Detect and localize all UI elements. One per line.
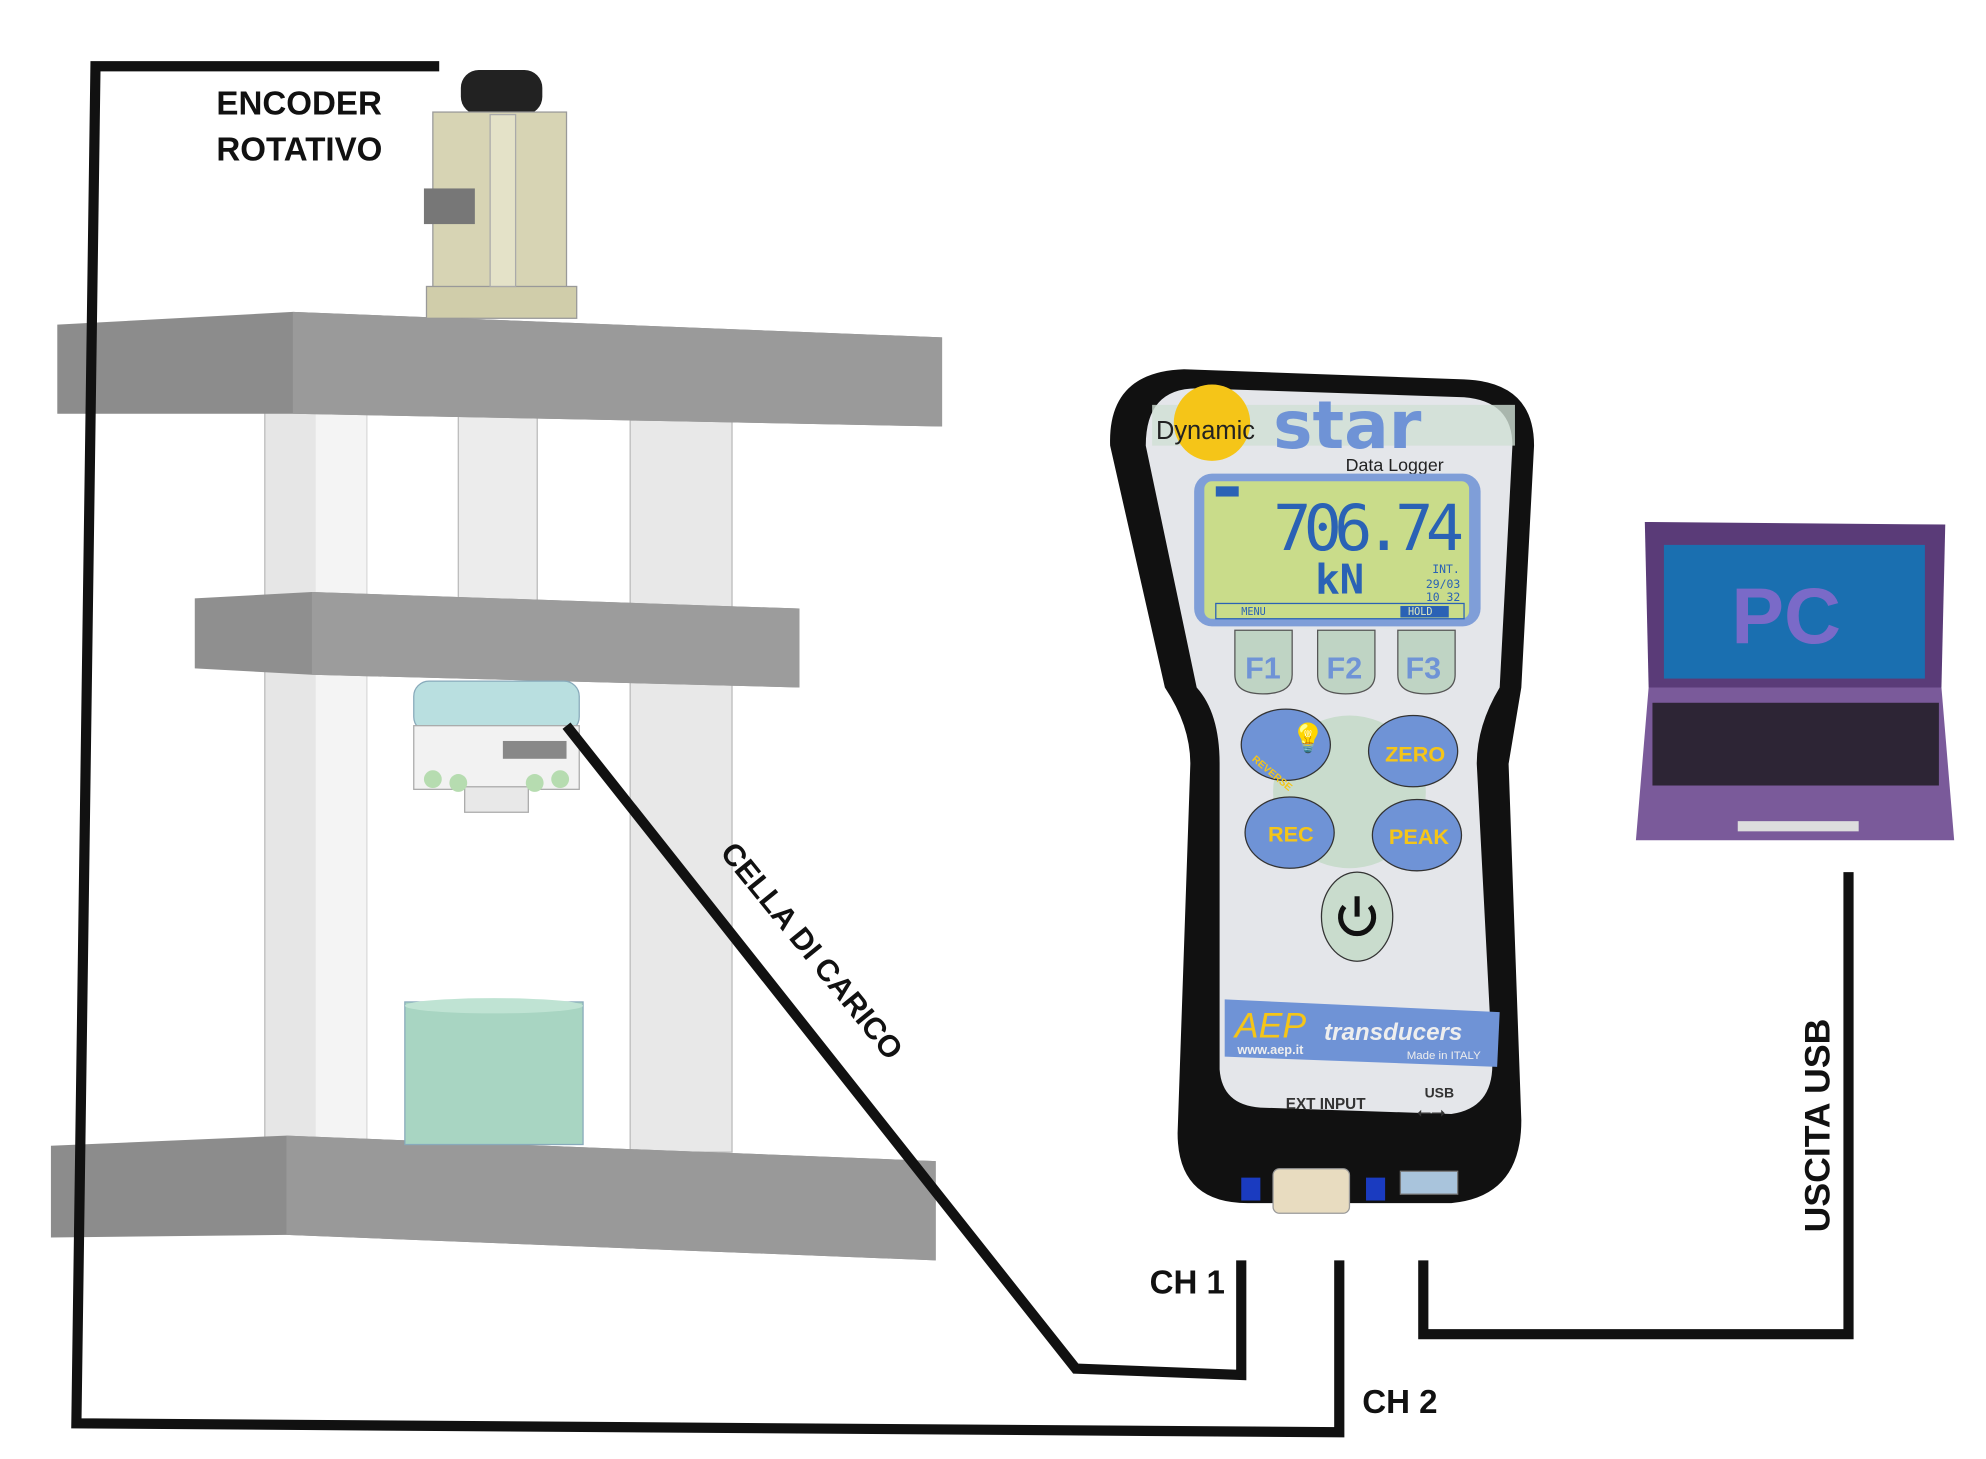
lightbulb-icon: 💡: [1291, 721, 1326, 754]
power-icon: [1338, 904, 1377, 937]
usb-port-label: USB: [1425, 1084, 1455, 1100]
brand-star: star: [1273, 387, 1422, 464]
usb-port[interactable]: [1399, 1170, 1459, 1195]
battery-icon: [1215, 486, 1239, 497]
specimen-cylinder: [404, 1001, 584, 1146]
f3-key-label: F3: [1405, 652, 1441, 686]
zero-label: ZERO: [1385, 741, 1445, 766]
cable-usb: [1418, 872, 1854, 1340]
label-ch1: CH 1: [1150, 1264, 1225, 1301]
lcd-unit: kN: [1315, 555, 1364, 603]
dynamicstar-data-logger: Dynamic star Data Logger 706.74 kN INT. …: [1110, 369, 1535, 1214]
lcd-mode: INT.: [1432, 562, 1460, 576]
lcd-time: 10 32: [1426, 590, 1460, 604]
f1-key[interactable]: F1: [1234, 629, 1293, 695]
softkey-f3-label: HOLD: [1408, 607, 1433, 618]
maker-suffix: transducers: [1324, 1019, 1462, 1046]
lcd-date: 29/03: [1426, 577, 1461, 591]
made-in-label: Made in ITALY: [1407, 1050, 1481, 1062]
column-right: [629, 419, 733, 1153]
rec-label: REC: [1268, 822, 1314, 847]
connector-screw-left: [1241, 1177, 1261, 1201]
lcd-screen: [1204, 481, 1470, 619]
softkey-f1-label: MENU: [1241, 607, 1266, 618]
label-usb-output: USCITA USB: [1797, 1019, 1837, 1233]
column-back: [457, 413, 538, 606]
ext-input-port[interactable]: [1272, 1168, 1351, 1214]
maker-logo: AEP: [1233, 1006, 1307, 1046]
label-encoder-line2: ROTATIVO: [216, 131, 382, 168]
label-ch2: CH 2: [1362, 1384, 1437, 1421]
pc-label: PC: [1731, 572, 1841, 660]
f1-key-label: F1: [1245, 652, 1281, 686]
f2-key-label: F2: [1327, 652, 1363, 686]
load-cell: [413, 680, 580, 813]
peak-button[interactable]: PEAK: [1371, 798, 1463, 872]
rotary-encoder: [423, 70, 578, 319]
maker-website: www.aep.it: [1236, 1042, 1304, 1057]
label-encoder-line1: ENCODER: [216, 86, 382, 123]
reverse-backlight-button[interactable]: 💡REVERSE: [1240, 708, 1332, 794]
cables: [71, 61, 1854, 1438]
laptop-touchpad-button: [1737, 821, 1859, 832]
device-subtitle: Data Logger: [1346, 455, 1444, 475]
encoder-knob: [460, 70, 543, 115]
laptop-pc: PC: [1635, 521, 1955, 841]
laptop-screen: [1663, 544, 1925, 679]
peak-label: PEAK: [1389, 824, 1449, 849]
brand-logo-circle: [1173, 384, 1251, 461]
maker-band: [1224, 999, 1500, 1067]
ext-input-label: EXT INPUT: [1286, 1096, 1366, 1113]
usb-icon: ⭠⭢: [1417, 1102, 1446, 1122]
laptop-keyboard: [1652, 702, 1939, 786]
encoder-connector: [423, 188, 475, 225]
cable-ch1-load-cell: [562, 722, 1247, 1381]
lcd-value: 706.74: [1273, 492, 1464, 566]
f3-key[interactable]: F3: [1397, 629, 1456, 695]
rec-button[interactable]: REC: [1244, 796, 1335, 869]
power-button[interactable]: [1320, 871, 1394, 962]
connector-screw-right: [1366, 1177, 1386, 1201]
press-frame: [50, 311, 943, 1261]
brand-dynamic: Dynamic: [1156, 417, 1255, 445]
zero-button[interactable]: ZERO: [1367, 714, 1459, 788]
f2-key[interactable]: F2: [1316, 629, 1376, 695]
cable-ch2-encoder: [71, 61, 1345, 1438]
